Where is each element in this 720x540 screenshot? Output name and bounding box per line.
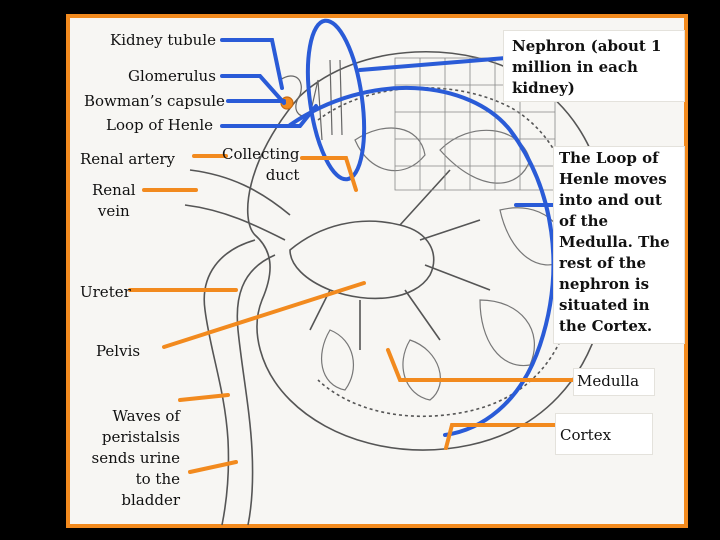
nephron-arc bbox=[288, 85, 556, 437]
label-nephron: Nephron (about 1 million in each kidney) bbox=[512, 37, 662, 97]
pointer-glomerulus bbox=[220, 74, 286, 105]
label-renal-vein: Renal vein bbox=[92, 181, 136, 220]
pointer-pelvis bbox=[162, 281, 366, 349]
label-bowmans-capsule: Bowman’s capsule bbox=[84, 92, 225, 110]
label-medulla: Medulla bbox=[577, 372, 640, 390]
label-cortex: Cortex bbox=[560, 426, 612, 444]
box-cortex bbox=[555, 413, 653, 455]
label-loop-of-henle: Loop of Henle bbox=[106, 116, 214, 134]
pointer-waves-2 bbox=[188, 460, 238, 474]
box-nephron bbox=[503, 30, 685, 102]
renal-vein-vessel bbox=[184, 204, 286, 241]
label-collecting-duct: Collecting duct bbox=[222, 145, 300, 184]
label-waves: Waves of peristalsis sends urine to the … bbox=[91, 407, 180, 509]
box-loop-note bbox=[553, 146, 685, 344]
label-renal-artery: Renal artery bbox=[80, 150, 176, 168]
pointer-cortex bbox=[444, 423, 558, 450]
renal-pelvis bbox=[289, 220, 435, 300]
renal-artery-vessel bbox=[189, 169, 291, 216]
pointer-medulla bbox=[386, 348, 576, 382]
box-medulla bbox=[573, 368, 655, 396]
pointer-collecting-duct bbox=[300, 156, 358, 192]
ureter-shape bbox=[203, 239, 256, 526]
pointer-kidney-tubule bbox=[220, 38, 284, 90]
nephron-ellipse bbox=[305, 18, 367, 182]
label-glomerulus: Glomerulus bbox=[128, 67, 216, 85]
label-loop-note: The Loop of Henle moves into and out of … bbox=[559, 149, 670, 335]
pointer-nephron bbox=[358, 56, 508, 72]
label-ureter: Ureter bbox=[80, 283, 131, 301]
pointer-waves-1 bbox=[178, 393, 230, 402]
label-pelvis: Pelvis bbox=[96, 342, 141, 360]
label-kidney-tubule: Kidney tubule bbox=[110, 31, 217, 49]
cortex-boundary bbox=[317, 87, 579, 418]
